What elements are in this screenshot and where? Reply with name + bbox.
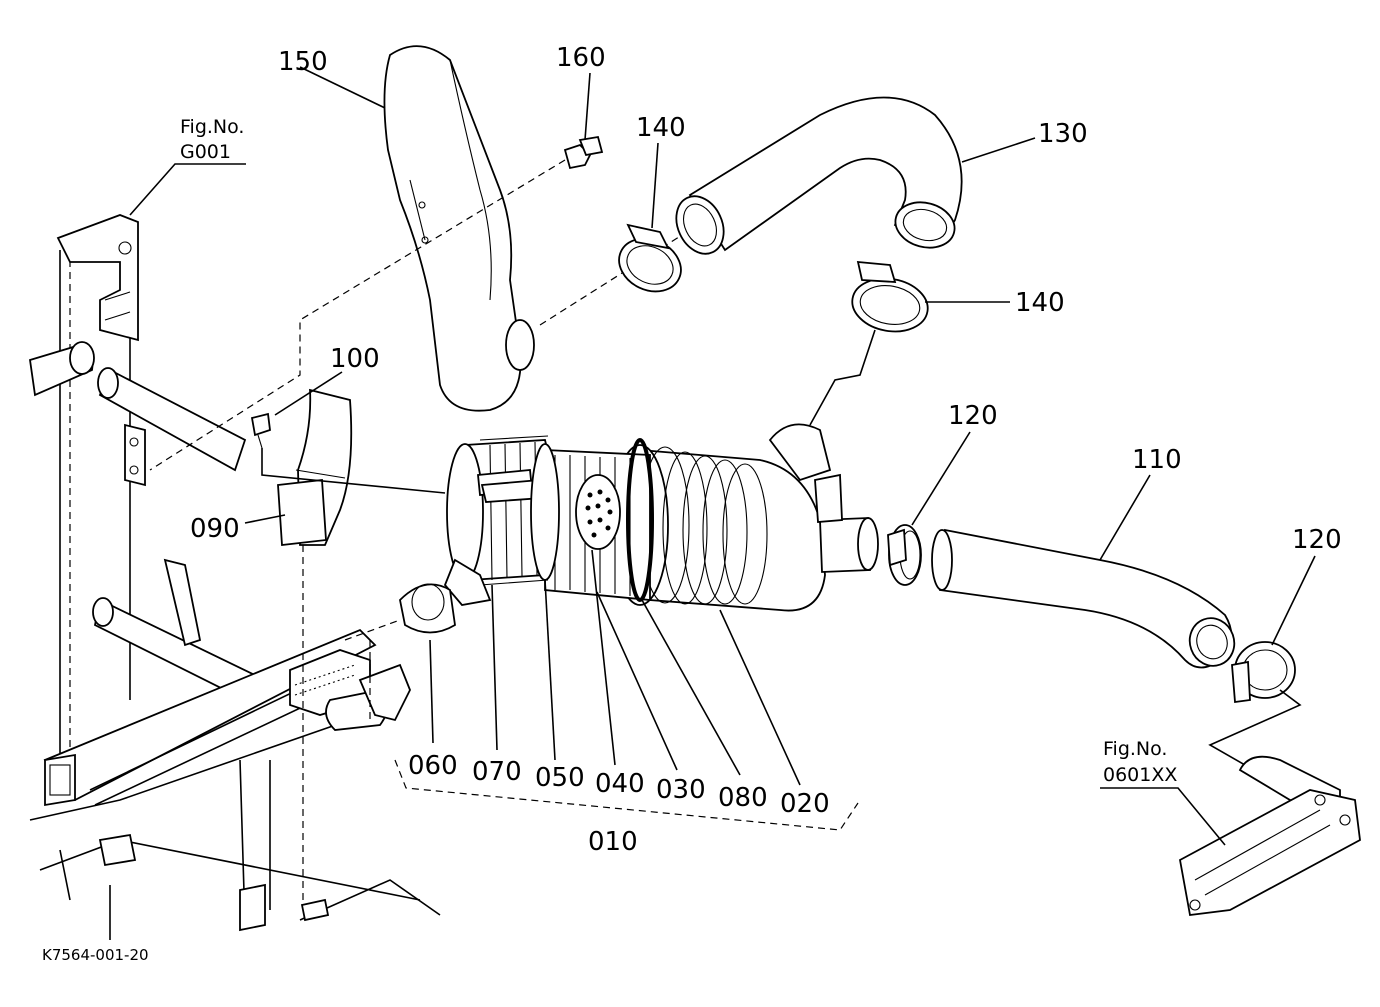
part-130-elbow-hose <box>675 96 963 255</box>
callout-120-upper: 120 <box>948 401 998 431</box>
callout-050: 050 <box>535 763 585 793</box>
machine-frame <box>28 214 441 940</box>
callout-040: 040 <box>595 769 645 799</box>
callout-160: 160 <box>556 43 606 73</box>
callout-120-lower: 120 <box>1292 525 1342 555</box>
callout-labels: 150 160 140 130 140 100 120 110 120 090 … <box>190 43 1342 857</box>
callout-020: 020 <box>780 789 830 819</box>
callout-030: 030 <box>656 775 706 805</box>
part-140-hose-clamp-upper <box>618 223 682 293</box>
callout-130: 130 <box>1038 119 1088 149</box>
callout-010: 010 <box>588 827 638 857</box>
part-090-bracket <box>277 388 353 922</box>
part-110-hose <box>931 528 1236 669</box>
part-100-bolt <box>250 412 446 494</box>
callout-150: 150 <box>278 47 328 77</box>
fig-ref-g001-number: G001 <box>180 141 231 163</box>
callout-140-upper: 140 <box>636 113 686 143</box>
air-cleaner-assembly <box>399 423 879 634</box>
assembly-010-bracket <box>394 759 859 831</box>
callout-090: 090 <box>190 514 240 544</box>
callout-110: 110 <box>1132 445 1182 475</box>
part-160-bolt <box>149 135 604 471</box>
callout-070: 070 <box>472 757 522 787</box>
part-120-clamp-upper <box>887 524 922 586</box>
drawing-code: K7564-001-20 <box>42 946 149 964</box>
callout-140-lower: 140 <box>1015 288 1065 318</box>
fig-ref-0601xx-label: Fig.No. <box>1103 738 1167 760</box>
fig-ref-0601xx-number: 0601XX <box>1103 764 1177 786</box>
callout-060: 060 <box>408 751 458 781</box>
part-150-intake-duct <box>383 45 691 412</box>
callout-100: 100 <box>330 344 380 374</box>
part-140-hose-clamp-lower <box>809 260 929 426</box>
part-intake-manifold <box>1178 755 1361 916</box>
fig-ref-g001-label: Fig.No. <box>180 116 244 138</box>
part-120-clamp-lower <box>1208 641 1302 766</box>
fig-ref-0601xx: Fig.No. 0601XX <box>1100 738 1226 846</box>
callout-080: 080 <box>718 783 768 813</box>
leader-lines <box>244 66 1316 786</box>
fig-ref-g001: Fig.No. G001 <box>129 116 246 216</box>
